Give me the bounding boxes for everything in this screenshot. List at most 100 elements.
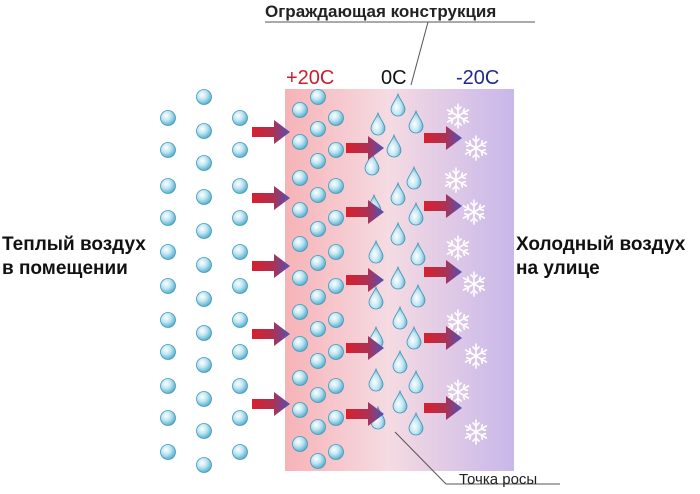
arrow-icon <box>252 254 290 278</box>
water-bubble-icon <box>232 278 248 294</box>
water-drop-icon <box>368 367 384 392</box>
water-bubble-icon <box>310 289 326 305</box>
water-bubble-icon <box>328 278 344 294</box>
water-drop-icon <box>392 349 408 374</box>
water-drop-icon <box>406 325 422 350</box>
water-bubble-icon <box>310 419 326 435</box>
dew-point-pointer <box>394 431 447 485</box>
water-bubble-icon <box>328 142 344 158</box>
water-bubble-icon <box>232 344 248 360</box>
water-drop-icon <box>392 305 408 330</box>
water-bubble-icon <box>160 110 176 126</box>
water-bubble-icon <box>160 312 176 328</box>
water-drop-icon <box>368 285 384 310</box>
water-bubble-icon <box>292 304 308 320</box>
water-bubble-icon <box>310 121 326 137</box>
water-drop-icon <box>364 151 380 176</box>
water-bubble-icon <box>232 244 248 260</box>
water-bubble-icon <box>160 444 176 460</box>
water-bubble-icon <box>160 378 176 394</box>
water-drop-icon <box>390 265 406 290</box>
water-drop-icon <box>386 133 402 158</box>
water-bubble-icon <box>328 444 344 460</box>
arrow-icon <box>424 194 462 218</box>
water-bubble-icon <box>310 453 326 469</box>
dew-point-label: Точка росы <box>459 471 538 488</box>
water-bubble-icon <box>160 278 176 294</box>
water-drop-icon <box>408 411 424 436</box>
water-bubble-icon <box>292 102 308 118</box>
water-bubble-icon <box>328 110 344 126</box>
water-bubble-icon <box>196 257 212 273</box>
water-bubble-icon <box>292 270 308 286</box>
water-bubble-icon <box>310 187 326 203</box>
water-bubble-icon <box>232 142 248 158</box>
vapor-flow-arrows <box>252 120 462 426</box>
water-bubble-icon <box>292 402 308 418</box>
water-drop-icon <box>368 239 384 264</box>
vapor-bubbles <box>160 89 344 473</box>
water-bubble-icon <box>196 155 212 171</box>
water-bubble-icon <box>196 457 212 473</box>
arrow-icon <box>346 200 384 224</box>
water-bubble-icon <box>196 423 212 439</box>
water-bubble-icon <box>160 344 176 360</box>
cold-air-label: Холодный воздух на улице <box>516 234 686 279</box>
arrow-icon <box>424 396 462 420</box>
temperature-warm: +20C <box>286 67 335 89</box>
water-drop-icon <box>408 109 424 134</box>
arrow-icon <box>346 402 384 426</box>
arrow-icon <box>424 260 462 284</box>
water-bubble-icon <box>310 89 326 105</box>
water-bubble-icon <box>232 210 248 226</box>
water-bubble-icon <box>310 353 326 369</box>
arrow-icon <box>424 126 462 150</box>
water-bubble-icon <box>196 391 212 407</box>
water-bubble-icon <box>232 410 248 426</box>
water-bubble-icon <box>328 210 344 226</box>
water-bubble-icon <box>292 134 308 150</box>
water-drop-icon <box>408 369 424 394</box>
water-bubble-icon <box>160 244 176 260</box>
water-bubble-icon <box>160 410 176 426</box>
water-bubble-icon <box>292 370 308 386</box>
water-bubble-icon <box>292 436 308 452</box>
wall-title: Ограждающая конструкция <box>265 2 497 21</box>
water-bubble-icon <box>328 378 344 394</box>
water-bubble-icon <box>310 321 326 337</box>
water-bubble-icon <box>292 202 308 218</box>
water-bubble-icon <box>328 178 344 194</box>
water-bubble-icon <box>232 110 248 126</box>
water-bubble-icon <box>196 89 212 105</box>
water-bubble-icon <box>328 244 344 260</box>
arrow-icon <box>252 186 290 210</box>
arrow-icon <box>346 136 384 160</box>
water-bubble-icon <box>310 387 326 403</box>
water-bubble-icon <box>310 255 326 271</box>
water-bubble-icon <box>232 178 248 194</box>
temperature-zero: 0C <box>381 67 407 89</box>
water-bubble-icon <box>196 189 212 205</box>
water-bubble-icon <box>160 210 176 226</box>
water-drop-icon <box>390 92 406 117</box>
water-bubble-icon <box>328 344 344 360</box>
water-bubble-icon <box>196 325 212 341</box>
water-bubble-icon <box>292 170 308 186</box>
water-drop-icon <box>406 165 422 190</box>
water-bubble-icon <box>160 142 176 158</box>
arrow-icon <box>346 268 384 292</box>
water-drop-icon <box>390 181 406 206</box>
arrow-icon <box>252 120 290 144</box>
water-drop-icon <box>392 389 408 414</box>
arrow-icon <box>346 336 384 360</box>
water-bubble-icon <box>232 378 248 394</box>
water-bubble-icon <box>196 123 212 139</box>
water-bubble-icon <box>328 312 344 328</box>
water-drop-icon <box>408 201 424 226</box>
warm-air-label: Теплый воздух в помещении <box>2 234 146 279</box>
wall-title-pointer <box>410 21 429 86</box>
water-drop-icon <box>410 241 426 266</box>
water-bubble-icon <box>232 312 248 328</box>
water-bubble-icon <box>328 410 344 426</box>
